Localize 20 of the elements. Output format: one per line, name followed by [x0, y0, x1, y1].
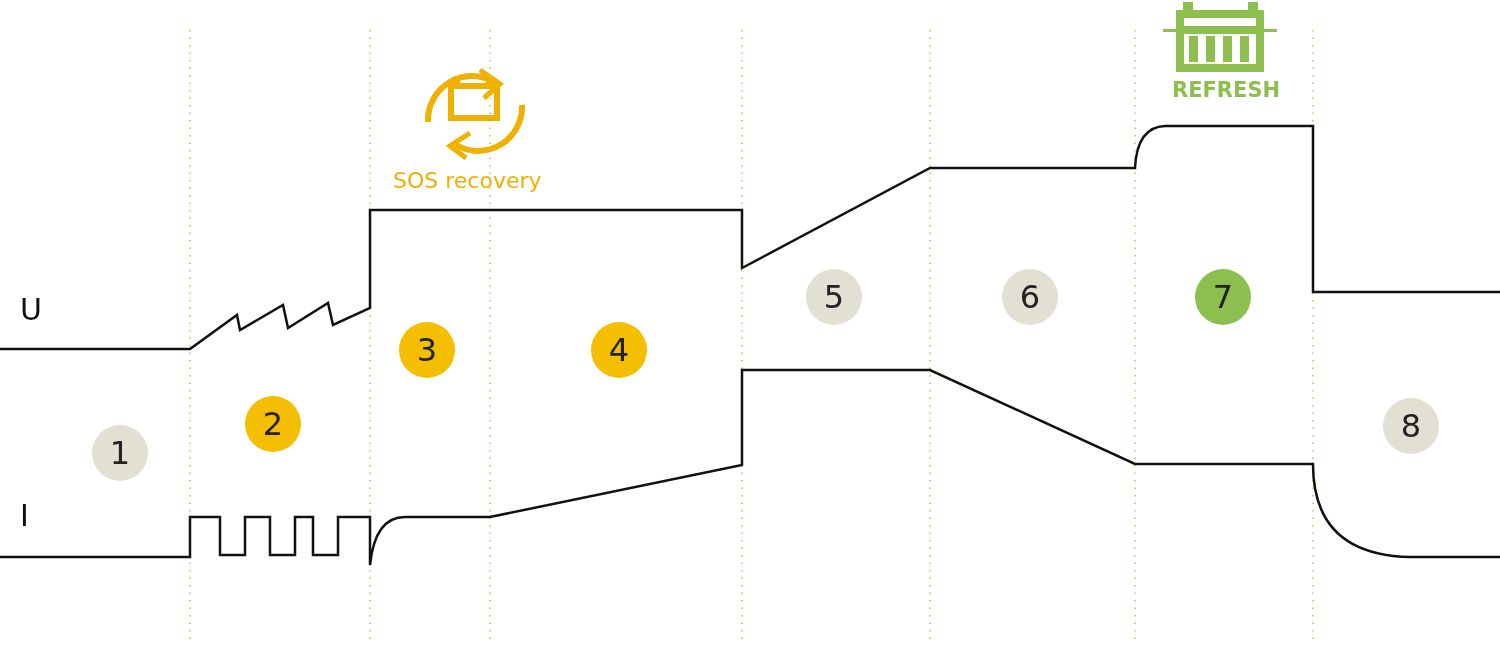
step-number: 8 [1400, 410, 1422, 442]
axis-label: I [20, 498, 29, 533]
step-circle [92, 425, 148, 481]
step-circle [1002, 269, 1058, 325]
step-circle [806, 269, 862, 325]
axis-label: U [20, 292, 42, 327]
mode-label: SOS recovery [393, 168, 542, 193]
step-number: 4 [608, 334, 630, 366]
step-number: 1 [109, 437, 131, 469]
step-circle [1383, 398, 1439, 454]
step-circle [1195, 269, 1251, 325]
step-number: 2 [262, 408, 284, 440]
mode-label: REFRESH [1172, 78, 1281, 102]
step-number: 6 [1019, 281, 1041, 313]
step-number: 5 [823, 281, 845, 313]
step-circle [399, 322, 455, 378]
step-circle [245, 396, 301, 452]
step-number: 7 [1212, 281, 1234, 313]
step-number: 3 [416, 334, 438, 366]
step-circle [591, 322, 647, 378]
